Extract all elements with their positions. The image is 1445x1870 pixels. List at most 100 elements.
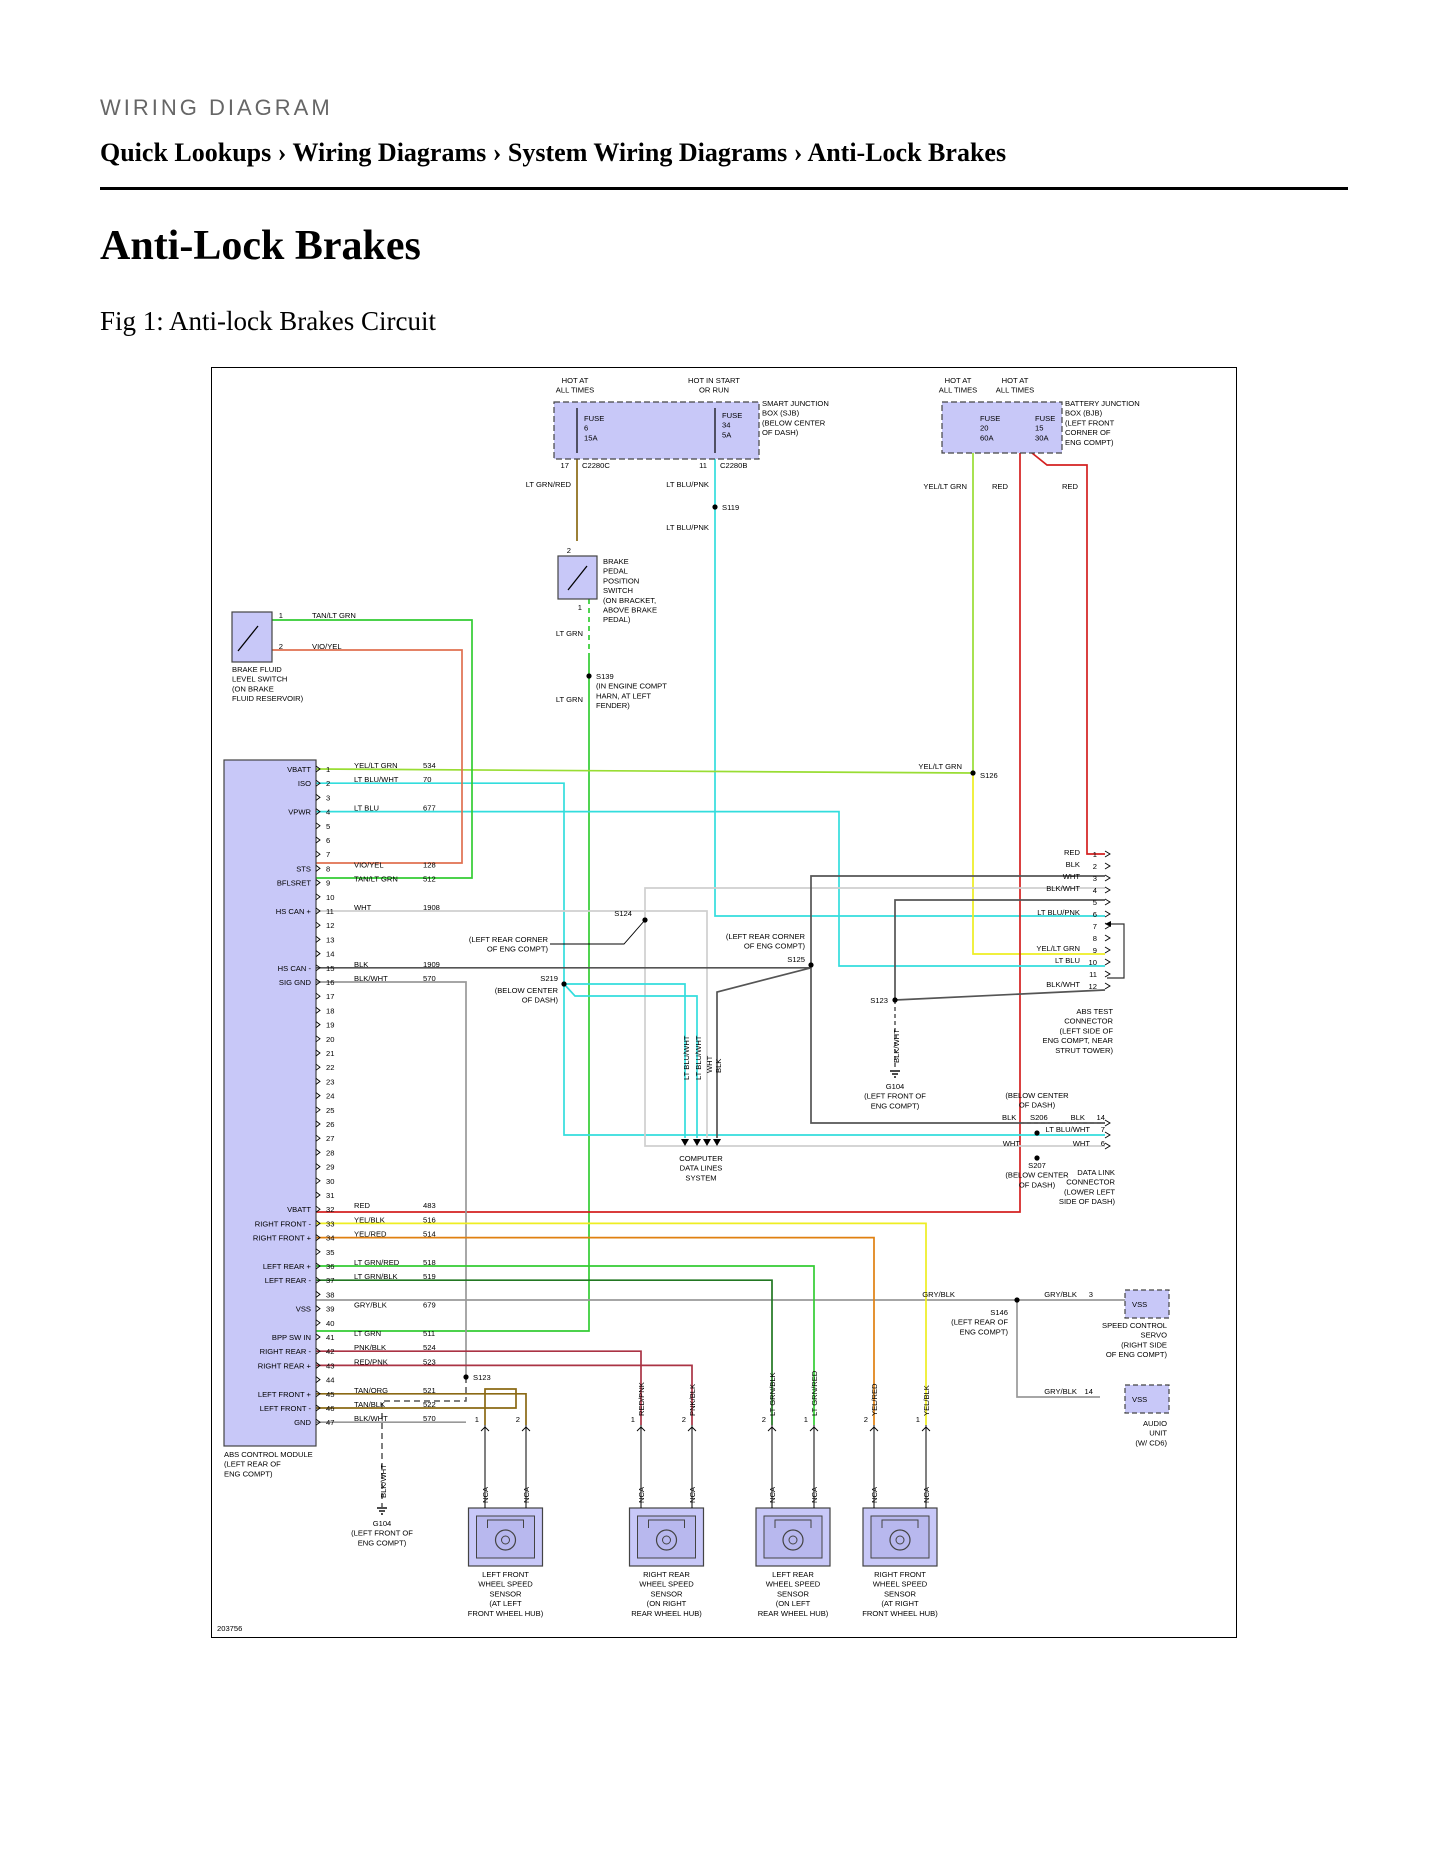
s139-label: S139: [596, 672, 614, 681]
smart-junction-box: [553, 401, 760, 460]
abs-pin-number: 14: [326, 950, 334, 959]
breadcrumb-system-wiring-diagrams[interactable]: System Wiring Diagrams: [507, 138, 788, 167]
connector-pin-icon: [315, 1021, 321, 1028]
breadcrumb-current-page[interactable]: Anti-Lock Brakes: [807, 138, 1007, 167]
fuse-6-label: FUSE: [584, 414, 604, 423]
wire-lt-blu-pnk: [714, 453, 1105, 917]
abs-pin-number: 1: [326, 765, 330, 774]
connector-pin-icon: [315, 1404, 321, 1412]
connector-pin-icon: [315, 1049, 321, 1057]
test-connector-pin: 11: [1089, 970, 1097, 979]
switch-contact-icon: [237, 625, 259, 652]
wheel-sensor-label: FRONT WHEEL HUB): [468, 1609, 544, 1618]
s146-dot: [1014, 1297, 1020, 1303]
tone-ring-icon: [655, 1529, 678, 1551]
bjb-label: BOX (BJB): [1065, 409, 1103, 418]
wire-wht-dlc: [644, 911, 1105, 1147]
abs-wire-color: LT BLU: [354, 804, 379, 813]
connector-pin-icon: [1104, 910, 1111, 918]
wire-tan-org: [316, 1392, 527, 1425]
switch-pin: 2: [567, 546, 571, 555]
abs-pin-number: 18: [326, 1006, 334, 1015]
abs-pin-number: 13: [326, 935, 334, 944]
connector-pin-icon: [315, 1177, 321, 1185]
wire-vio-yel: [258, 649, 463, 864]
wire-label: LT BLU/WHT: [1046, 1125, 1091, 1134]
wire-gry-blk-audio: [1016, 1300, 1100, 1398]
abs-module-label: ABS CONTROL MODULE: [224, 1450, 313, 1459]
abs-pin-number: 41: [326, 1333, 334, 1342]
abs-pin-number: 40: [326, 1319, 334, 1328]
figure-id: 203756: [217, 1624, 242, 1633]
breadcrumb-separator: ›: [492, 138, 502, 167]
wire-red-pnk: [316, 1364, 693, 1425]
abs-pin-name: SIG GND: [279, 978, 312, 987]
switch-pin: 2: [279, 642, 283, 651]
abs-wire-color: LT GRN/BLK: [354, 1272, 398, 1281]
abs-pin-name: VBATT: [287, 765, 311, 774]
wire-blk-test: [810, 875, 1105, 968]
s139-label: FENDER): [596, 701, 630, 710]
breadcrumb-quick-lookups[interactable]: Quick Lookups: [100, 138, 272, 167]
data-line-arrow-icon: [703, 1139, 711, 1146]
wire-red-test: [1031, 452, 1105, 855]
connector-pin-icon: [767, 1426, 777, 1432]
section-label: WIRING DIAGRAM: [100, 95, 333, 120]
abs-circuit-number: 521: [423, 1386, 436, 1395]
abs-circuit-number: 483: [423, 1201, 436, 1210]
connector-pin-icon: [315, 907, 321, 915]
connector-pin-icon: [315, 850, 321, 858]
abs-pin-number: 20: [326, 1035, 334, 1044]
abs-circuit-number: 128: [423, 860, 436, 869]
data-line-arrow-icon: [713, 1139, 721, 1146]
abs-pin-name: RIGHT FRONT -: [255, 1219, 312, 1228]
sjb-label: OF DASH): [762, 428, 799, 437]
abs-circuit-number: 70: [423, 775, 431, 784]
dlc-pin: 6: [1101, 1139, 1105, 1148]
abs-pin-number: 35: [326, 1248, 334, 1257]
connector-pin-icon: [315, 765, 321, 773]
abs-wire-color: LT BLU/WHT: [354, 775, 399, 784]
sensor-nca-label: NCA: [768, 1486, 777, 1503]
abs-pin-name: LEFT FRONT -: [260, 1404, 312, 1413]
s124-label: S124: [614, 909, 632, 918]
abs-control-module: [223, 759, 317, 1447]
connector-pin-icon: [315, 1007, 321, 1014]
s125-label: S125: [787, 955, 805, 964]
connector-pin-icon: [315, 921, 321, 929]
sensor-pin: 1: [804, 1415, 808, 1424]
abs-pin-number: 4: [326, 808, 330, 817]
wheel-sensor-label: (AT RIGHT: [881, 1599, 919, 1608]
fuse-34-label: 5A: [722, 430, 732, 439]
sensor-coil-icon: [648, 1519, 685, 1528]
wheel-sensor-label: (ON LEFT: [776, 1599, 811, 1608]
s125-desc: (LEFT REAR CORNER: [726, 932, 806, 941]
abs-circuit-number: 512: [423, 875, 436, 884]
connector-pin-icon: [315, 1362, 321, 1369]
audio-unit: [1124, 1384, 1170, 1414]
wire-label: VIO/YEL: [312, 642, 342, 651]
connector-pin-icon: [315, 1305, 321, 1312]
sensor-wire-label: PNK/BLK: [688, 1384, 697, 1416]
speed-control-label: (RIGHT SIDE: [1121, 1340, 1167, 1349]
test-connector-pin: 4: [1093, 886, 1097, 895]
sensor-pin: 2: [516, 1415, 520, 1424]
data-line-arrow-icon: [693, 1139, 701, 1146]
connector-pin-icon: [315, 1035, 321, 1043]
abs-test-connector-label: (LEFT SIDE OF: [1060, 1026, 1114, 1035]
sensor-coil-icon: [774, 1519, 812, 1528]
s206-desc: OF DASH): [1019, 1101, 1056, 1110]
servo-pin: 3: [1089, 1290, 1093, 1299]
wheel-sensor-label: SENSOR: [489, 1589, 522, 1598]
s123b-dot: [463, 1374, 469, 1380]
breadcrumb-wiring-diagrams[interactable]: Wiring Diagrams: [292, 138, 487, 167]
power-label: OR RUN: [699, 386, 729, 395]
bjb-label: BATTERY JUNCTION: [1065, 399, 1140, 408]
fuse-15-label: 30A: [1035, 433, 1049, 442]
connector-pin: 11: [699, 461, 707, 470]
s123b-label: S123: [473, 1373, 491, 1382]
abs-pin-number: 11: [326, 907, 334, 916]
sensor-housing-icon: [870, 1515, 930, 1559]
sensor-pin: 1: [475, 1415, 479, 1424]
abs-pin-number: 46: [326, 1404, 334, 1413]
